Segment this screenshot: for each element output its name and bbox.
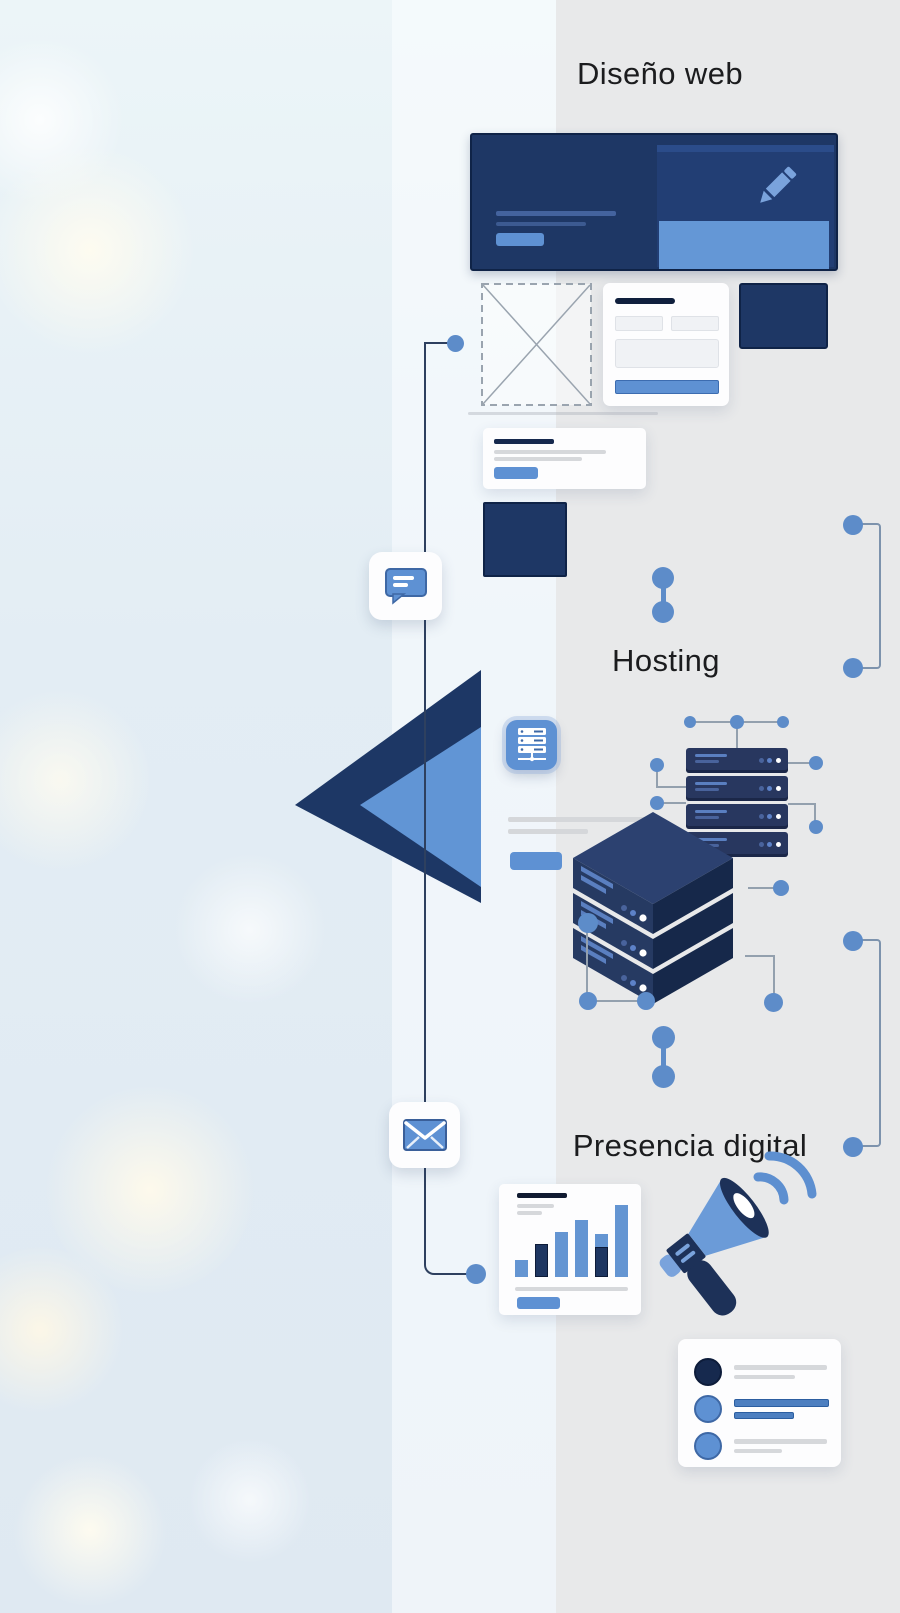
list-item [694,1395,829,1423]
connector-dot [578,913,598,933]
analytics-card [499,1184,641,1315]
bar [535,1244,548,1277]
content-snippet-card [483,428,646,489]
connector-dot [730,715,744,729]
list-text-line [734,1412,794,1419]
bar [595,1234,608,1277]
connector-dot [652,1026,675,1049]
bar [615,1205,628,1277]
rack-right-elbow [788,803,816,827]
iso-right-elbow [745,955,775,995]
chart-text-line [517,1204,554,1208]
snippet-title-bar [494,439,554,444]
form-input [671,316,719,331]
rack-left-elbow [656,766,686,788]
connector-dot [684,716,696,728]
section-title-hosting: Hosting [612,643,720,678]
connector-dot [650,758,664,772]
form-mockup-card [603,283,729,406]
connector-top-horizontal [424,342,448,344]
form-submit-button [615,380,719,394]
connector-dot [809,756,823,770]
connector-dot [637,992,655,1010]
snippet-text-line [494,457,582,461]
chart-title-bar [517,1193,567,1198]
list-card [678,1339,841,1467]
connector-dot [579,992,597,1010]
connector-dot [843,1137,863,1157]
list-text-line [734,1439,827,1444]
mockup-text-line [496,211,616,216]
form-input [615,316,663,331]
megaphone-icon [659,1151,817,1316]
dot-pair-link [661,1037,666,1077]
bar [555,1232,568,1277]
connector-dot [843,658,863,678]
rack-right-link [788,762,816,764]
chart-button [517,1297,560,1309]
list-item [694,1432,827,1460]
connector-dot [652,1065,675,1088]
connector-dot [777,716,789,728]
connector-dot [764,993,783,1012]
snippet-button [494,467,538,479]
list-bullet [694,1432,722,1460]
hosting-text-line [508,829,588,834]
chart-footer-line [515,1287,628,1291]
form-title-bar [615,298,675,304]
form-textarea [615,339,719,368]
right-bracket-link [853,523,881,669]
snippet-text-line [494,450,606,454]
image-placeholder-icon [481,283,592,406]
mail-envelope-icon [402,1119,447,1151]
hosting-button [510,852,562,870]
iso-right-link [748,887,774,889]
mockup-right-topbar [657,145,834,152]
iso-left-elbow [586,930,644,1002]
connector-dot-bottom [466,1264,486,1284]
connector-dot [773,880,789,896]
chart-text-line [517,1211,542,1215]
list-text-line [734,1365,827,1370]
list-text-line [734,1375,795,1379]
connector-dot [809,820,823,834]
mail-icon-card [389,1102,460,1168]
connector-dot-top [447,335,464,352]
triangle-arrow-left [295,670,481,903]
list-bullet [694,1358,722,1386]
mini-bar-chart [515,1204,630,1277]
list-bullet [694,1395,722,1423]
connector-dot [652,567,674,589]
rack-left-link [658,802,686,804]
mockup-text-line [496,222,586,226]
mockup-button [496,233,544,246]
mockup-hero-rect [659,221,829,269]
divider-line [468,412,658,415]
connector-dot [843,931,863,951]
dot-pair-link [661,578,666,612]
list-text-line [734,1449,782,1453]
chat-icon-card [369,552,442,620]
section-title-web-design: Diseño web [577,56,743,91]
connector-dot [650,796,664,810]
browser-mockup-card [470,133,838,271]
pencil-icon [760,166,797,203]
server-app-icon-card [506,720,557,770]
navy-square [483,502,567,577]
connector-dot [652,601,674,623]
server-app-icon [517,728,546,762]
right-bracket-link [853,939,881,1147]
chat-bubble-icon [384,568,427,605]
server-rack-icon [686,748,788,860]
bar [575,1220,588,1277]
isometric-server-stack-icon [573,812,733,1004]
rack-top-link-drop [736,722,738,748]
navy-block [739,283,828,349]
main-vertical-line [424,343,470,1275]
connector-dot [843,515,863,535]
list-text-line [734,1399,829,1407]
list-item [694,1358,827,1386]
hosting-text-line [508,817,648,822]
bar [515,1260,528,1277]
